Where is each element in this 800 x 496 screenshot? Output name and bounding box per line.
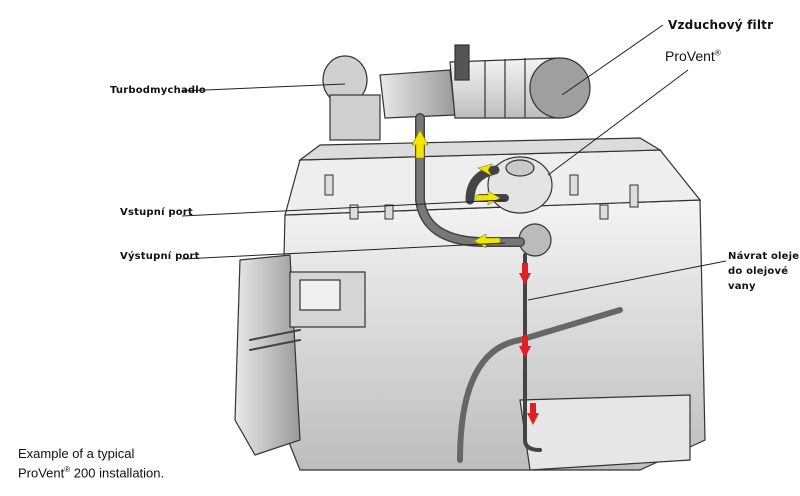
oil-return-line1: Návrat oleje	[728, 251, 800, 262]
arrow-down-icon	[527, 403, 539, 425]
label-provent: ProVent®	[665, 48, 721, 64]
oil-return-line2: do olejové	[728, 266, 789, 277]
label-oil-return: Návrat oleje do olejové vany	[728, 249, 799, 294]
caption-installation: 200 installation.	[70, 465, 165, 481]
arrow-left-icon	[477, 163, 493, 177]
oil-flow-arrows	[519, 263, 539, 425]
arrow-down-icon	[519, 336, 531, 358]
caption-line2: ProVent® 200 installation.	[18, 462, 164, 481]
label-turbocharger: Turbodmychadlo	[110, 85, 206, 96]
leader-lines	[181, 24, 727, 301]
cylinder-head-studs	[324, 174, 639, 220]
caption-line1: Example of a typical	[18, 446, 135, 461]
provent-text: ProVent	[665, 48, 715, 64]
arrow-right-icon	[475, 190, 501, 206]
caption-provent: ProVent	[18, 465, 65, 481]
label-air-filter: Vzduchový filtr	[668, 18, 774, 32]
engine-block	[234, 44, 706, 471]
arrow-down-icon	[519, 263, 531, 285]
label-outlet-port: Výstupní port	[120, 251, 200, 262]
air-flow-arrows	[411, 129, 501, 249]
caption: Example of a typical ProVent® 200 instal…	[18, 446, 164, 481]
caption-registered-mark: ®	[64, 465, 71, 474]
arrow-up-icon	[411, 129, 429, 159]
oil-return-line3: vany	[728, 281, 756, 292]
label-inlet-port: Vstupní port	[120, 207, 193, 218]
registered-mark: ®	[714, 48, 721, 58]
